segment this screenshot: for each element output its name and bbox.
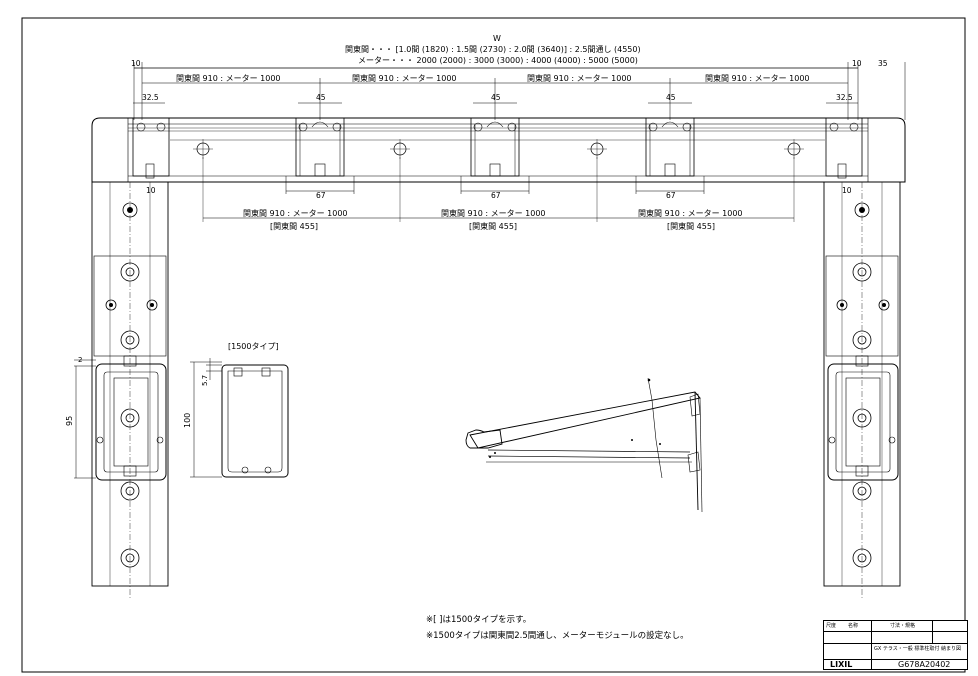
tb-drawing-number: G678A20402 [898,660,951,669]
dim-95: 95 [65,416,74,426]
dim-10-right: 10 [852,59,862,68]
dim-100: 100 [183,413,192,428]
tb-col-scale: 尺度 [826,623,837,629]
dim-bay-line: 関東間・・・ [1.0間 (1820) : 1.5間 (2730) : 2.0間… [345,44,641,54]
bracket-455-3: [関東間 455] [667,221,715,231]
span-label-2: 関東間 910 : メーター 1000 [352,73,457,83]
dim-45-2: 45 [491,93,501,102]
dim-5-7: 5.7 [201,375,209,386]
tb-brand: LIXIL [830,660,853,669]
note-2: ※1500タイプは関東間2.5間通し、メーターモジュールの設定なし。 [426,631,689,641]
beam-holes [193,139,804,159]
tb-col-name: 名称 [848,623,859,629]
dim-67-1: 67 [316,191,326,200]
section-1500-type: [1500タイプ] 100 5.7 [183,342,289,478]
span-bottom-label-2: 関東間 910 : メーター 1000 [441,208,546,218]
span-dimension-top: 関東間 910 : メーター 1000 関東間 910 : メーター 1000 … [142,73,848,120]
dim-10-under-right: 10 [842,186,852,195]
bracket-455-2: [関東間 455] [469,221,517,231]
span-bottom-label-3: 関東間 910 : メーター 1000 [638,208,743,218]
span-label-4: 関東間 910 : メーター 1000 [705,73,810,83]
span-label-3: 関東間 910 : メーター 1000 [527,73,632,83]
rafter-bracket-2 [470,117,520,177]
dim-meter-line: メーター・・・ 2000 (2000) : 3000 (3000) : 4000… [358,56,638,65]
dim-67-2: 67 [491,191,501,200]
dim-w-label: W [493,34,501,43]
note-1: ※[ ]は1500タイプを示す。 [426,615,532,625]
dim-32-5-left: 32.5 [142,93,159,102]
tb-col-size: 寸法・規格 [890,623,916,629]
dim-32-5-right: 32.5 [836,93,853,102]
left-post [91,181,169,600]
section-label: [1500タイプ] [228,342,279,351]
dim-2: 2 [78,356,82,364]
dim-35: 35 [878,59,888,68]
bracket-base-dims: 67 67 67 [285,176,705,200]
rafter-bracket-right [825,117,863,179]
right-post [823,181,901,600]
span-bottom-label-1: 関東間 910 : メーター 1000 [243,208,348,218]
bracket-455-1: [関東間 455] [270,221,318,231]
tb-product: GX テラス・一般 標準柱取付 納まり図 [874,646,961,652]
dim-10-left: 10 [131,59,141,68]
dim-67-3: 67 [666,191,676,200]
rafter-width-dims: 32.5 32.5 45 45 45 [133,93,858,104]
rafter-bracket-3 [645,117,695,177]
dim-45-1: 45 [316,93,326,102]
rafter-bracket-left [132,117,170,179]
rafter-bracket-1 [295,117,345,177]
span-label-1: 関東間 910 : メーター 1000 [176,73,281,83]
span-dimension-bottom: 関東間 910 : メーター 1000 関東間 910 : メーター 1000 … [202,157,795,231]
dim-45-3: 45 [666,93,676,102]
title-block: 尺度 名称 寸法・規格 GX テラス・一般 標準柱取付 納まり図 LIXIL G… [823,620,968,670]
post-side-dims: 2 95 [65,356,96,479]
dim-10-under-left: 10 [146,186,156,195]
main-beam [91,117,906,183]
side-view-perspective [465,377,703,513]
drawing-border [21,17,966,673]
overall-dimension: 10 10 35 [131,59,906,120]
